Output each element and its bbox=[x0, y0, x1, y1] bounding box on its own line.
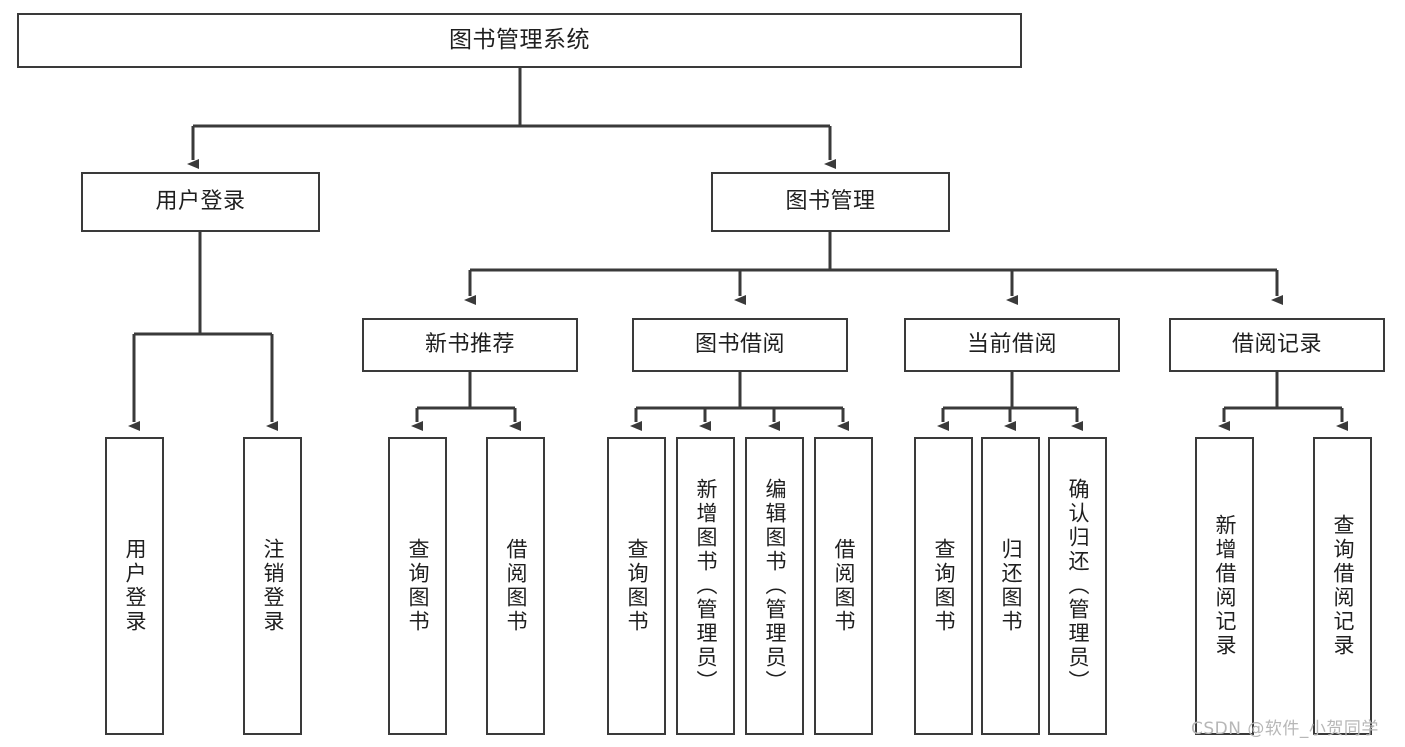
leaf-borrow-record-query-record[interactable]: 查询借阅记录 bbox=[1313, 437, 1372, 735]
node-label: 新增图书（管理员） bbox=[694, 478, 718, 694]
node-label: 图书管理系统 bbox=[449, 26, 590, 53]
leaf-new-book-borrow-book[interactable]: 借阅图书 bbox=[486, 437, 545, 735]
leaf-book-borrow-query-book[interactable]: 查询图书 bbox=[607, 437, 666, 735]
node-label: 注销登录 bbox=[261, 538, 285, 634]
node-root-book-management-system[interactable]: 图书管理系统 bbox=[17, 13, 1022, 68]
leaf-current-borrow-query-book[interactable]: 查询图书 bbox=[914, 437, 973, 735]
node-current-borrow[interactable]: 当前借阅 bbox=[904, 318, 1120, 372]
node-label: 借阅图书 bbox=[504, 538, 528, 634]
node-label: 借阅记录 bbox=[1231, 332, 1322, 358]
node-label: 查询图书 bbox=[932, 538, 956, 634]
node-label: 图书管理 bbox=[785, 189, 876, 215]
node-label: 查询借阅记录 bbox=[1331, 514, 1355, 658]
leaf-user-login-logout[interactable]: 注销登录 bbox=[243, 437, 302, 735]
node-label: 图书借阅 bbox=[694, 332, 785, 358]
node-new-book-recommend[interactable]: 新书推荐 bbox=[362, 318, 578, 372]
node-label: 归还图书 bbox=[999, 538, 1023, 634]
node-book-management[interactable]: 图书管理 bbox=[711, 172, 950, 232]
node-user-login[interactable]: 用户登录 bbox=[81, 172, 320, 232]
leaf-current-borrow-confirm-return-admin[interactable]: 确认归还（管理员） bbox=[1048, 437, 1107, 735]
leaf-current-borrow-return-book[interactable]: 归还图书 bbox=[981, 437, 1040, 735]
node-label: 查询图书 bbox=[406, 538, 430, 634]
node-label: 查询图书 bbox=[625, 538, 649, 634]
csdn-watermark: CSDN @软件_小贺同学 bbox=[1191, 719, 1379, 739]
node-borrow-record[interactable]: 借阅记录 bbox=[1169, 318, 1385, 372]
leaf-user-login-login[interactable]: 用户登录 bbox=[105, 437, 164, 735]
node-label: 编辑图书（管理员） bbox=[763, 478, 787, 694]
node-label: 借阅图书 bbox=[832, 538, 856, 634]
node-label: 确认归还（管理员） bbox=[1066, 478, 1090, 694]
node-label: 当前借阅 bbox=[966, 332, 1057, 358]
leaf-book-borrow-borrow-book[interactable]: 借阅图书 bbox=[814, 437, 873, 735]
node-label: 用户登录 bbox=[123, 538, 147, 634]
leaf-book-borrow-add-book-admin[interactable]: 新增图书（管理员） bbox=[676, 437, 735, 735]
node-label: 用户登录 bbox=[155, 189, 246, 215]
leaf-borrow-record-add-record[interactable]: 新增借阅记录 bbox=[1195, 437, 1254, 735]
node-book-borrow[interactable]: 图书借阅 bbox=[632, 318, 848, 372]
node-label: 新书推荐 bbox=[424, 332, 515, 358]
node-label: 新增借阅记录 bbox=[1213, 514, 1237, 658]
leaf-new-book-query-book[interactable]: 查询图书 bbox=[388, 437, 447, 735]
leaf-book-borrow-edit-book-admin[interactable]: 编辑图书（管理员） bbox=[745, 437, 804, 735]
